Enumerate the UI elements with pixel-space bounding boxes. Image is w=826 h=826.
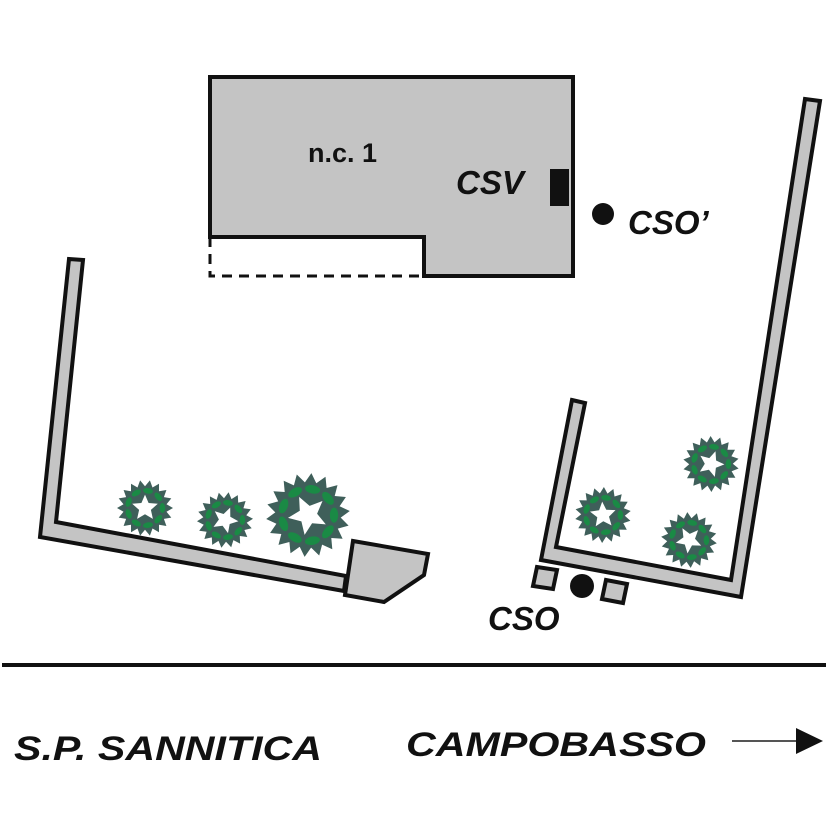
- tree-icon: [197, 492, 253, 548]
- arrow-right-icon: [732, 728, 823, 754]
- building-nc1: n.c. 1: [208, 75, 575, 278]
- tree-icon: [266, 473, 350, 557]
- left-gate-block: [342, 538, 431, 605]
- cso-dot-icon: [570, 574, 594, 598]
- csv-marker: [550, 169, 569, 206]
- building-label: n.c. 1: [308, 138, 377, 168]
- right-wall: [538, 96, 823, 600]
- csv-label: CSV: [456, 164, 527, 201]
- tree-icon: [661, 512, 717, 568]
- building-extension-dashed: [208, 237, 424, 278]
- tree-icon: [117, 480, 173, 536]
- cso-gate-block-left: [530, 564, 560, 592]
- road-name-label: S.P. SANNITICA: [14, 730, 322, 768]
- direction-label: CAMPOBASSO: [406, 726, 706, 764]
- trees: [117, 436, 739, 568]
- tree-icon: [683, 436, 739, 492]
- tree-icon: [575, 487, 631, 543]
- cso-gate-block-right: [599, 577, 630, 606]
- cso-prime-label: CSO’: [628, 204, 710, 241]
- cso-label: CSO: [488, 600, 560, 637]
- cso-prime-dot-icon: [592, 203, 614, 225]
